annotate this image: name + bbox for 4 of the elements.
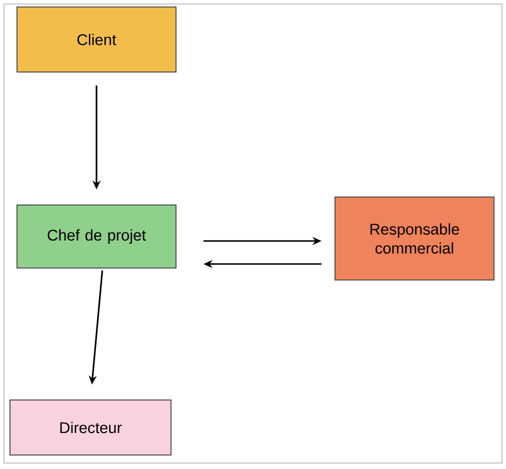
- process-box: Client: [16, 6, 176, 72]
- process-box: Directeur: [10, 400, 172, 456]
- process-box: Responsable commercial: [334, 196, 494, 280]
- process-box: Chef de projet: [16, 204, 176, 268]
